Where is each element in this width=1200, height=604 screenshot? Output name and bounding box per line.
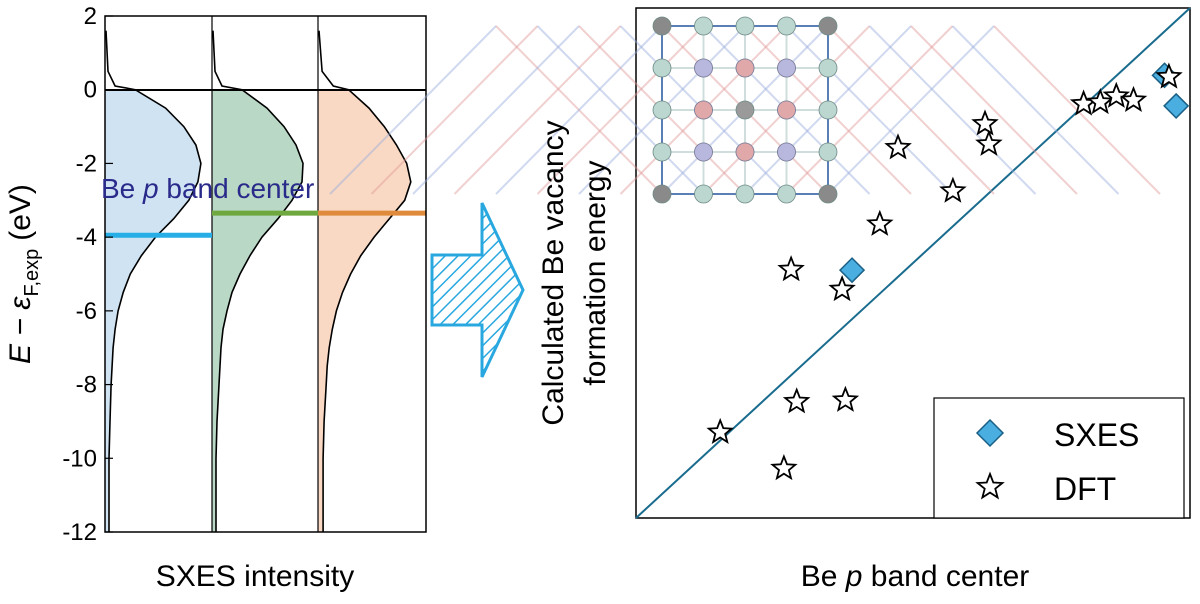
dft-point [831,385,860,412]
atom [818,16,838,36]
hatched-right-arrow-icon [430,202,525,378]
diamond-marker [975,418,1005,448]
right-y-axis-label-line1: Calculated Be vacancy [537,120,570,425]
dft-point [1155,62,1183,89]
sxes-point [838,257,866,284]
star-marker [975,471,1005,500]
bond [827,25,995,195]
dft-point [1069,89,1098,116]
legend-label-sxes: SXES [1054,417,1139,453]
bond [329,25,497,195]
bond [412,25,580,195]
atom [818,184,838,204]
dft-point [1102,81,1131,108]
scatter-points [706,62,1190,481]
dft-point [939,176,967,203]
left-y-axis-ticks: 2 0 -2 -4 -6 -8 -10 -12 [62,3,113,546]
y-tick-label: 2 [84,3,97,30]
right-x-axis-label: Be p band center [801,560,1030,593]
legend-box [933,397,1185,519]
crystal-structure-icon [329,16,1161,204]
y-tick-label: -6 [76,298,97,325]
dft-point [782,387,811,414]
dft-point [884,133,912,160]
atom [735,100,755,120]
bond [827,25,995,195]
atom [652,58,672,78]
spectrum-curve [318,30,412,532]
spectrum-fill [318,89,411,532]
bond [370,25,539,195]
y-tick-label: -4 [76,224,97,251]
dft-point [1119,85,1148,113]
atom [777,58,796,78]
y-tick-label: -10 [62,445,97,472]
spectrum-fill [105,89,201,532]
bond [785,25,954,195]
legend-marker-sxes [975,418,1005,448]
atom [777,16,796,36]
spectrum-curve [105,30,202,532]
atom [818,58,838,78]
legend: SXES DFT [933,397,1185,519]
bond [453,25,622,195]
atom [694,58,713,78]
band-center-markers [105,210,426,238]
left-plot-frame [104,15,427,533]
dft-point [828,275,856,302]
atom [694,16,713,36]
bond [495,25,663,195]
y-tick-label: -8 [76,372,97,399]
y-tick-label: -2 [76,150,97,177]
bond [868,25,1037,195]
legend-label-dft: DFT [1054,471,1116,507]
atom [735,184,755,204]
atom [818,142,838,162]
right-plot-frame [635,7,1191,519]
atom [777,184,796,204]
atom [694,100,713,120]
y-tick-label: -12 [62,519,97,546]
sxes-point [1163,92,1190,119]
atom [777,142,796,162]
y-tick-label: 0 [84,77,97,104]
atom [652,184,672,204]
atom [735,16,755,36]
spectrum-curve [212,30,304,532]
dft-point [975,129,1003,156]
sxes-spectra-panel: 2 0 -2 -4 -6 -8 -10 -12 Be p band center E − εF… [4,3,427,593]
legend-marker-dft [975,471,1005,500]
spectrum-fill [212,89,303,532]
atom [777,100,796,120]
dft-point [706,417,734,445]
scatter-panel: SXES DFT Calculated Be vacancy formation… [329,7,1191,593]
bond [536,25,705,195]
dft-point [777,255,805,282]
atom [694,142,713,162]
dft-point [865,209,894,236]
bond [536,25,705,195]
bond [951,25,1120,195]
atom [694,184,713,204]
dft-point [770,454,798,481]
bond [785,25,954,195]
dft-point [1086,87,1115,115]
left-y-axis-label: E − εF,exp(eV) [4,184,43,364]
sxes-spectra [105,16,412,532]
right-y-axis-label-line2: formation energy [579,160,612,385]
atom [652,142,672,162]
atom [652,100,672,120]
atom [735,142,755,162]
bond [495,25,663,195]
dft-point [971,109,999,136]
band-center-label: Be p band center [101,173,314,204]
atom [652,16,672,36]
fit-line [635,7,1191,519]
atom [735,58,755,78]
atom [818,100,838,120]
bond [910,25,1078,195]
left-x-axis-label: SXES intensity [156,560,354,593]
